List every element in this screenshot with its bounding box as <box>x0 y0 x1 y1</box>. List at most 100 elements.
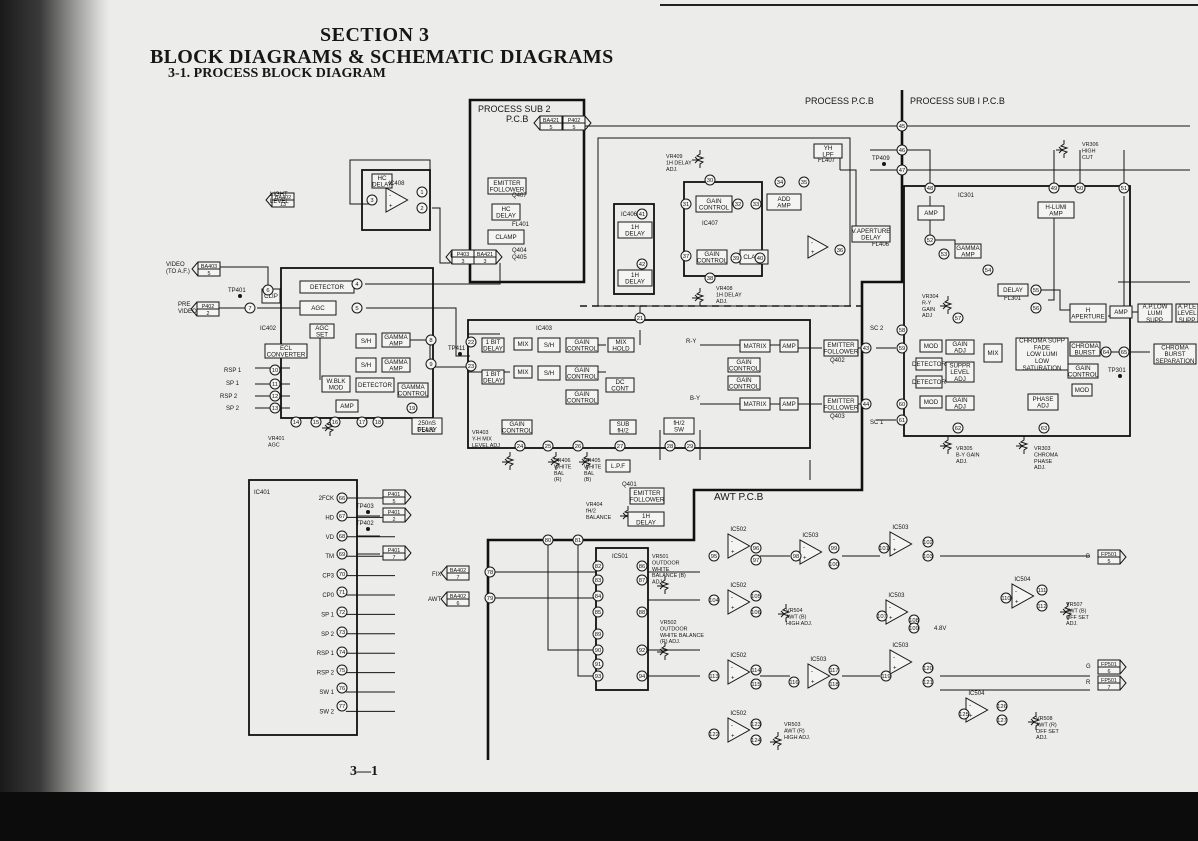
pin-circle <box>680 250 692 262</box>
mod-block-2: MOD <box>919 395 943 409</box>
pin-number: 108 <box>909 618 919 624</box>
opamp: -+IC502 <box>727 653 751 685</box>
pin-circle <box>896 324 908 336</box>
pin-circle <box>372 416 384 428</box>
connector-name: BA421 <box>543 118 559 124</box>
pin-number: 9 <box>429 362 432 368</box>
vr304-label: GAIN <box>922 307 935 313</box>
opamp-minus: - <box>969 703 971 709</box>
pin-circle <box>592 574 604 586</box>
pin-number: 117 <box>829 668 838 674</box>
vr305-label: VR305 <box>956 446 972 452</box>
opamp: -+IC408 <box>385 181 409 213</box>
b-out-label: B <box>1086 554 1090 560</box>
connector-arrow <box>440 565 448 581</box>
block-label: SUPP <box>1179 317 1196 324</box>
pin-number: 89 <box>595 632 601 638</box>
pin-node: 18 <box>372 416 384 428</box>
pin-number: 73 <box>339 630 345 636</box>
block-label: AMP <box>924 210 937 217</box>
pin-node: 30 <box>704 174 716 186</box>
pin-circle <box>680 198 692 210</box>
block-body <box>779 339 799 353</box>
ic-label: IC408 <box>388 181 405 187</box>
block-body <box>381 357 411 373</box>
pin-node: 90 <box>592 644 604 656</box>
vr403-label: Y-H MIX <box>472 436 492 442</box>
block-body <box>501 419 533 435</box>
connector-pin: 6 <box>457 601 460 607</box>
block-label: DELAY <box>625 279 645 286</box>
pin-number: 95 <box>711 554 717 560</box>
pin-number: 61 <box>899 418 905 424</box>
pin-number: 85 <box>595 610 601 616</box>
potentiometer <box>1060 602 1073 620</box>
pin-node: 107 <box>876 610 888 622</box>
vr404-label: fH/2 <box>586 508 596 514</box>
connector-name: FP501 <box>1101 678 1117 684</box>
pin-node: 111 <box>1036 584 1048 596</box>
pin-node: 91 <box>592 658 604 670</box>
pin-number: 109 <box>909 626 919 632</box>
block-label: HC <box>502 206 511 213</box>
pin-circle <box>708 594 720 606</box>
block-label: AGC <box>315 325 329 332</box>
pin-circle <box>730 252 742 264</box>
pin-number: 87 <box>639 578 645 584</box>
block-label: V.APERTURE <box>852 228 891 235</box>
block-label: L.P.F <box>611 463 625 470</box>
pin-number: 15 <box>313 420 319 426</box>
pin-circle <box>310 416 322 428</box>
pin-node: 65 <box>1118 346 1130 358</box>
block-label: DELAY <box>625 231 645 238</box>
pin-circle <box>922 550 934 562</box>
pin-node: 114 <box>750 664 762 676</box>
block-label: CONTROL <box>699 205 730 212</box>
block-label: CONTROL <box>398 391 429 398</box>
opamp-triangle <box>889 531 913 557</box>
pin-circle <box>592 560 604 572</box>
block-body <box>537 365 561 381</box>
potentiometer <box>657 576 670 594</box>
block-body <box>915 357 943 371</box>
ic401-pin-name: SP 2 <box>321 632 335 638</box>
pin-number: 82 <box>595 564 601 570</box>
pin-circle <box>1036 600 1048 612</box>
block-label: CONTROL <box>1068 372 1099 379</box>
pin-circle <box>269 378 281 390</box>
page-title: BLOCK DIAGRAMS & SCHEMATIC DIAGRAMS <box>150 46 614 68</box>
pin-number: 40 <box>757 256 763 262</box>
pin-number: 105 <box>751 594 761 600</box>
ic401-pin-name: SP 1 <box>321 612 335 618</box>
pin-circle <box>922 662 934 674</box>
pin-number: 56 <box>1033 306 1039 312</box>
block-label: MIX <box>987 350 998 357</box>
block-label: MIX <box>517 341 528 348</box>
block-label: AMP <box>961 252 974 259</box>
opamp-minus: - <box>893 655 895 661</box>
pin-circle <box>366 194 378 206</box>
block-label: W.BLK <box>327 378 347 385</box>
block-body <box>607 337 635 353</box>
connector-name: BA402 <box>450 594 466 600</box>
pin-node: 126 <box>996 700 1008 712</box>
pin-node: 17 <box>356 416 368 428</box>
pin-number: 53 <box>941 252 947 258</box>
vr501-label: VR501 <box>652 554 668 560</box>
pin-node: 33 <box>750 198 762 210</box>
test-point-dot <box>366 527 370 531</box>
pin-circle <box>269 364 281 376</box>
block-label: H <box>1086 307 1090 314</box>
opamp-minus: - <box>889 605 891 611</box>
block-label: APERTURE <box>1071 314 1105 321</box>
connector-arrow <box>265 192 273 208</box>
block-body <box>823 395 859 413</box>
pin-number: 70 <box>339 572 345 578</box>
pin-node: 80 <box>542 534 554 546</box>
block-body <box>696 249 728 265</box>
block-label: CONTROL <box>567 374 598 381</box>
